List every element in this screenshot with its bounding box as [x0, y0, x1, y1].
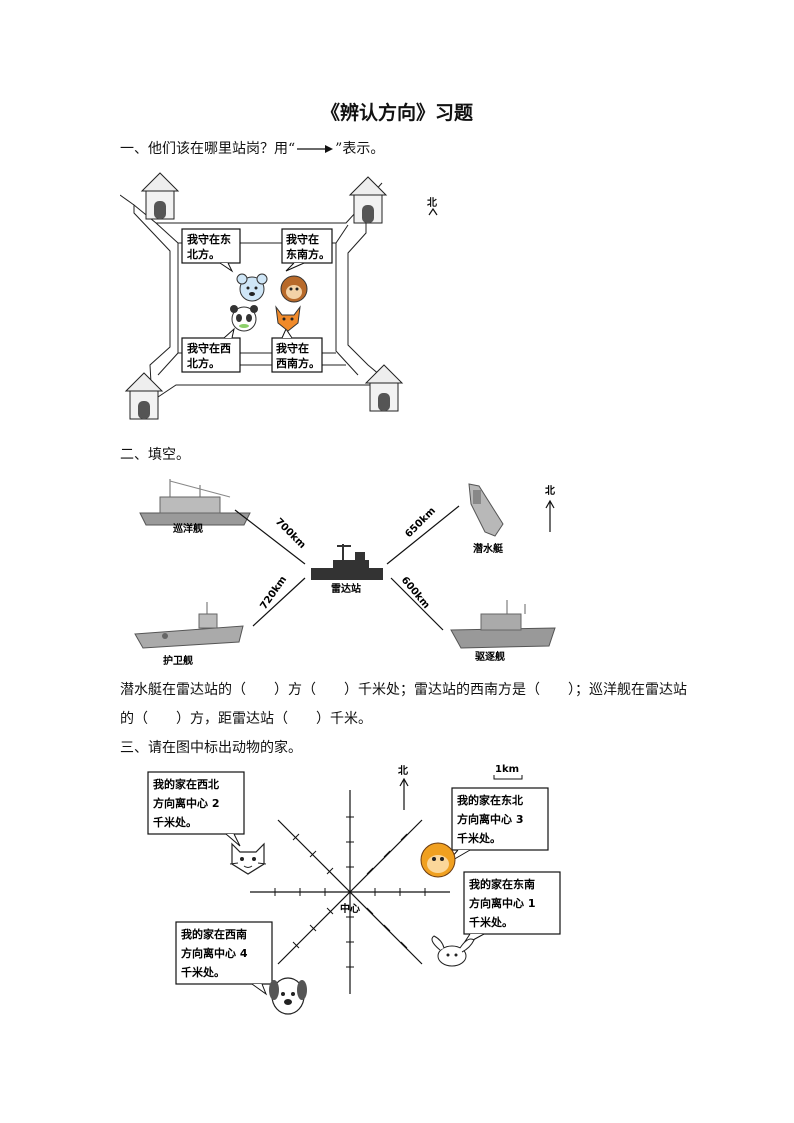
scale-bar	[493, 775, 523, 780]
q3-bubble-se-line2: 方向离中心 1	[469, 896, 535, 910]
q1-bubble-sw-line2: 西南方。	[276, 356, 320, 370]
axis-ticks	[274, 816, 426, 968]
q3-north-arrow-icon	[399, 777, 409, 810]
q3-bubble-sw-line3: 千米处。	[181, 965, 225, 979]
house-icon-se	[364, 364, 404, 412]
page-title: 《辨认方向》习题	[320, 102, 473, 124]
destroyer-icon	[450, 600, 556, 649]
q2-figure: 巡洋舰 潜水艇 北 雷达站 700km 650km 720km 600km 护卫…	[134, 479, 556, 667]
q3-bubble-se-line3: 千米处。	[469, 915, 513, 929]
q3-bubble-ne-line3: 千米处。	[457, 831, 501, 845]
arrow-icon	[297, 145, 334, 153]
q3-bubble-sw-line1: 我的家在西南	[181, 927, 247, 941]
q1-bubble-se-line2: 东南方。	[286, 247, 330, 261]
q1-bubble-se-line1: 我守在	[286, 232, 319, 246]
distance-se: 600km	[399, 575, 432, 611]
q3-bubble-sw-line2: 方向离中心 4	[181, 946, 248, 960]
q3-bubble-se: 我的家在东南 方向离中心 1 千米处。	[461, 871, 561, 947]
center-label: 中心	[340, 902, 360, 915]
cruiser-label: 巡洋舰	[173, 522, 203, 535]
monkey-icon-q3	[420, 842, 456, 878]
submarine-icon	[468, 483, 504, 537]
q1-bubble-se: 我守在 东南方。	[281, 228, 333, 272]
q2-north-arrow-icon	[545, 499, 555, 532]
q1-north-label: 北	[427, 198, 437, 209]
escort-label: 护卫舰	[163, 654, 193, 667]
q3-bubble-nw-line3: 千米处。	[153, 815, 197, 829]
q1-bubble-sw: 我守在 西南方。	[271, 327, 323, 373]
q1-bubble-ne: 我守在东 北方。	[181, 228, 241, 273]
radar-station-icon	[311, 544, 383, 580]
q3-bubble-nw-line2: 方向离中心 2	[153, 796, 219, 810]
fox-icon	[275, 305, 301, 332]
road-outer	[133, 199, 394, 402]
q3-bubble-nw-line1: 我的家在西北	[153, 777, 219, 791]
distance-nw: 700km	[273, 516, 308, 551]
distance-ne: 650km	[403, 506, 438, 541]
q2-north-label: 北	[545, 484, 555, 497]
q3-bubble-se-line1: 我的家在东南	[469, 877, 535, 891]
line-nw	[234, 509, 306, 565]
house-icon-ne	[348, 176, 388, 224]
dog-icon	[269, 977, 307, 1015]
q1-text-before: 一、他们该在哪里站岗？用“	[120, 141, 296, 157]
bear-icon	[236, 273, 268, 302]
scale-label: 1km	[495, 764, 519, 775]
q2-fill-line1: 潜水艇在雷达站的（ ）方（ ）千米处；雷达站的西南方是（ ）；巡洋舰在雷达站	[120, 682, 687, 698]
q1-bubble-nw-line2: 北方。	[187, 356, 220, 370]
road-inner	[155, 222, 359, 376]
line-se	[390, 577, 444, 631]
cruiser-icon	[139, 479, 251, 526]
north-arrow-icon	[428, 207, 438, 216]
q1-bubble-ne-line1: 我守在东	[187, 232, 231, 246]
submarine-label: 潜水艇	[473, 542, 504, 555]
line-ne	[386, 505, 460, 565]
q3-bubble-ne-line1: 我的家在东北	[457, 793, 523, 807]
q1-text-after: ”表示。	[335, 141, 385, 157]
rabbit-icon	[431, 935, 475, 967]
q3-figure: 中心 北 1km 我的家在西北 方向离中心 2 千米处。 我的家在东北 方向离中…	[147, 764, 561, 1015]
house-icon-sw	[124, 372, 164, 420]
q3-bubble-ne-line2: 方向离中心 3	[457, 812, 523, 826]
q1-bubble-nw-line1: 我守在西	[187, 341, 231, 355]
panda-icon	[230, 305, 258, 332]
monkey-icon	[280, 275, 308, 303]
q2-heading: 二、填空。	[120, 447, 190, 463]
q1-bubble-nw: 我守在西 北方。	[181, 327, 241, 373]
house-icon-nw	[140, 172, 180, 220]
q3-bubble-ne: 我的家在东北 方向离中心 3 千米处。	[445, 787, 549, 865]
q1-figure: 我守在东 北方。 我守在 东南方。 我守在西 北方。 我守在 西南方。	[120, 172, 404, 420]
q1-heading: 一、他们该在哪里站岗？用“ ”表示。	[120, 138, 384, 158]
q3-heading: 三、请在图中标出动物的家。	[120, 740, 302, 756]
axis-diagonal-nw	[277, 819, 423, 965]
destroyer-label: 驱逐舰	[475, 650, 505, 663]
radar-label: 雷达站	[331, 582, 361, 595]
cat-icon	[229, 842, 267, 875]
q2-fill-line2: 的（ ）方，距雷达站（ ）千米。	[120, 711, 372, 727]
q1-bubble-ne-line2: 北方。	[187, 247, 220, 261]
line-sw	[252, 577, 306, 627]
q3-bubble-nw: 我的家在西北 方向离中心 2 千米处。	[147, 771, 245, 847]
q3-bubble-sw: 我的家在西南 方向离中心 4 千米处。	[175, 921, 273, 996]
q1-bubble-sw-line1: 我守在	[276, 341, 309, 355]
q3-north-label: 北	[398, 764, 408, 777]
escort-ship-icon	[134, 602, 244, 649]
